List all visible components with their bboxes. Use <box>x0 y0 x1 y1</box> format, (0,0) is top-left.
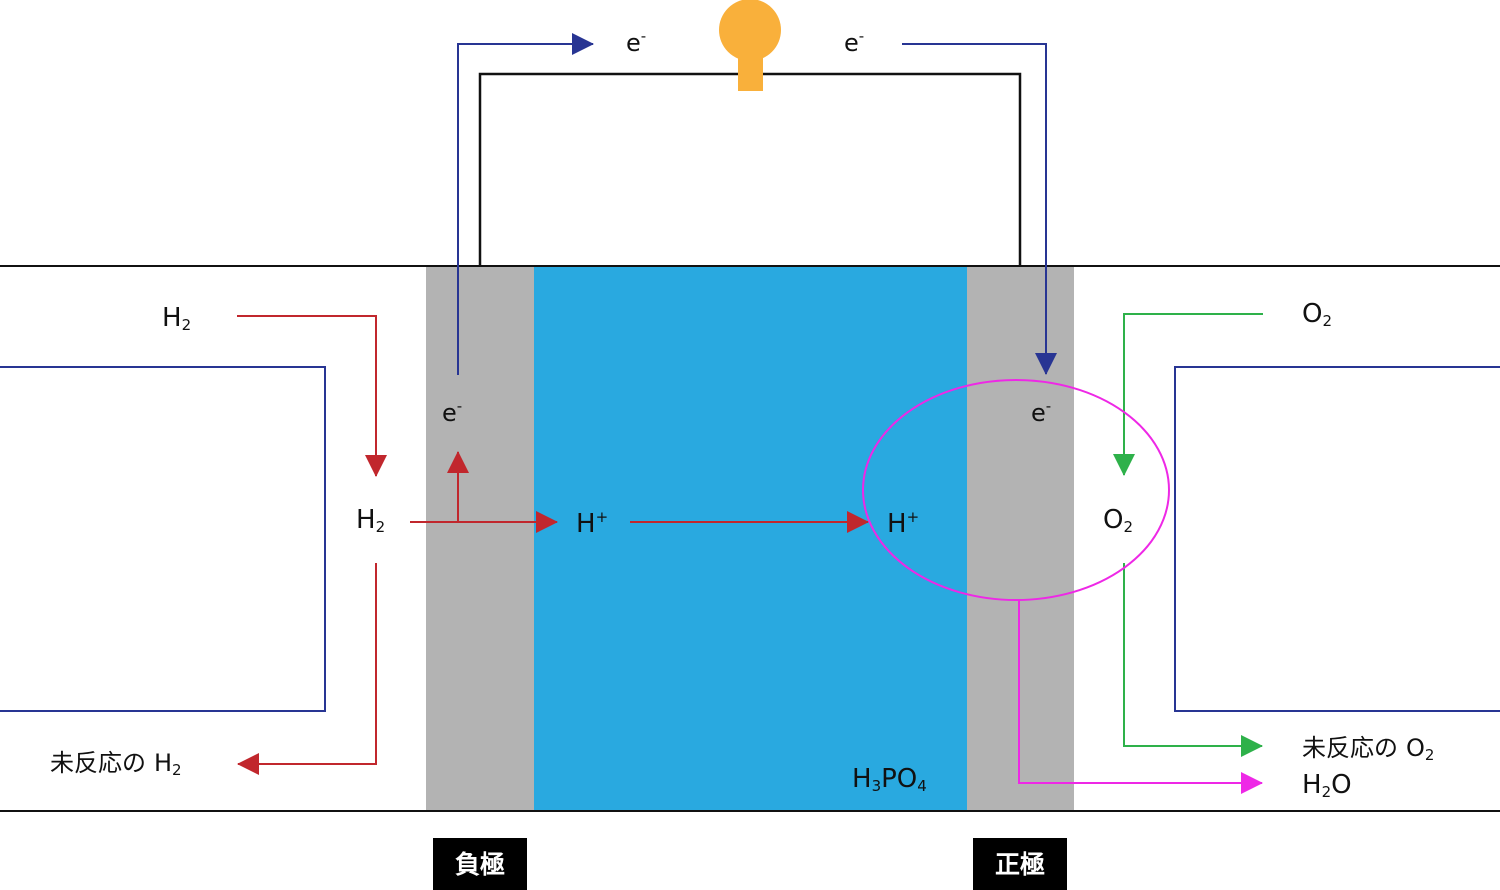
electron-flow-anode <box>457 33 594 375</box>
external-wire <box>478 72 1022 266</box>
electron-flow-cathode <box>902 43 1057 375</box>
hydrogen-channel <box>0 366 326 712</box>
o2-outlet-arrow <box>1123 563 1263 757</box>
electrolyte-layer <box>534 266 967 811</box>
negative-electrode-label: 負極 <box>455 850 505 879</box>
positive-electrode-tag: 正極 <box>973 838 1067 890</box>
reaction-zone-ellipse <box>862 379 1170 601</box>
water-outlet-arrow <box>1018 600 1263 794</box>
water-label: H2O <box>1302 770 1352 801</box>
o2-inlet-label: O2 <box>1302 299 1332 330</box>
o2-inlet-arrow <box>1113 313 1263 476</box>
light-bulb-icon <box>719 0 781 91</box>
electron-label-anode: e- <box>442 397 462 427</box>
cathode-electrode <box>967 266 1074 811</box>
o2-reaction-label: O2 <box>1103 505 1133 536</box>
h2-inlet-label: H2 <box>162 303 191 334</box>
proton-label-cathode: H+ <box>887 508 919 539</box>
oxygen-channel <box>1174 366 1500 712</box>
anode-electrode <box>426 266 534 811</box>
negative-electrode-tag: 負極 <box>433 838 527 890</box>
electrolyte-label: H3PO4 <box>852 764 927 795</box>
h2-outlet-arrow <box>237 563 377 775</box>
positive-electrode-label: 正極 <box>995 850 1045 879</box>
proton-label-anode: H+ <box>576 508 608 539</box>
electron-label-top-left: e- <box>626 27 646 57</box>
h2-inlet-arrow <box>237 315 387 477</box>
h2-reaction-label: H2 <box>356 505 385 536</box>
electron-label-top-right: e- <box>844 27 864 57</box>
electron-label-cathode: e- <box>1031 397 1051 427</box>
